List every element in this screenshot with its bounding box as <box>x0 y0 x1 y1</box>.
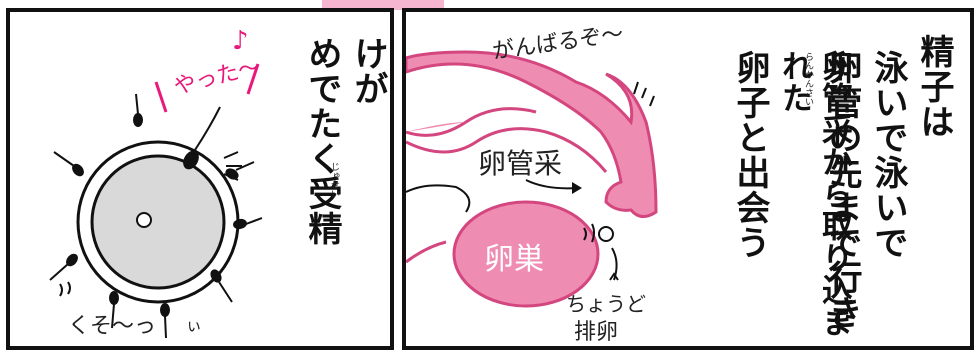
ovary <box>452 200 600 308</box>
ruby-rankansai: らんかんさい <box>803 52 813 106</box>
narration-line-3: 卵管の先まで行き <box>822 50 862 330</box>
ruby-jusei: じゅせい <box>329 162 339 198</box>
fallopian-tube <box>406 50 658 218</box>
ovulated-egg <box>598 226 614 242</box>
winning-sperm <box>183 150 199 170</box>
reproductive-illustration <box>406 50 658 308</box>
label-ovulation-1: ちょうど <box>566 292 646 316</box>
panel-ovulation: がんばるぞ〜 卵管采 卵巣 ちょうど 排卵 精子は 泳いで泳いで 卵管の先まで行… <box>402 8 974 350</box>
egg-inner <box>90 154 226 290</box>
panel-fertilization: やった〜 ♪ くそ〜っ ぃ 一番乗りの精子だけが めでたく受精 じゅせい <box>6 8 394 350</box>
other-sperm <box>49 93 263 339</box>
narration-line-1: 精子は <box>914 34 954 139</box>
narration-line-1: 一番乗りの精子だけが <box>348 36 388 106</box>
egg-nucleus <box>136 212 152 228</box>
egg-illustration <box>49 63 263 339</box>
label-fimbria: 卵管采 <box>478 147 563 180</box>
label-ovary: 卵巣 <box>484 242 544 277</box>
narration-line-4: 卵管采から取り込まれた <box>776 50 852 338</box>
narration-line-2: めでたく受精 <box>302 36 342 246</box>
label-ovulation-2: 排卵 <box>574 320 619 345</box>
grumble-tail: ぃ <box>186 316 203 335</box>
grumble-text: くそ〜っ <box>68 314 157 339</box>
corner-tag <box>322 0 444 10</box>
music-note-icon: ♪ <box>232 26 249 56</box>
narration-line-2: 泳いで泳いで <box>868 50 908 260</box>
narration-line-5: 卵子と出会う <box>730 50 770 260</box>
